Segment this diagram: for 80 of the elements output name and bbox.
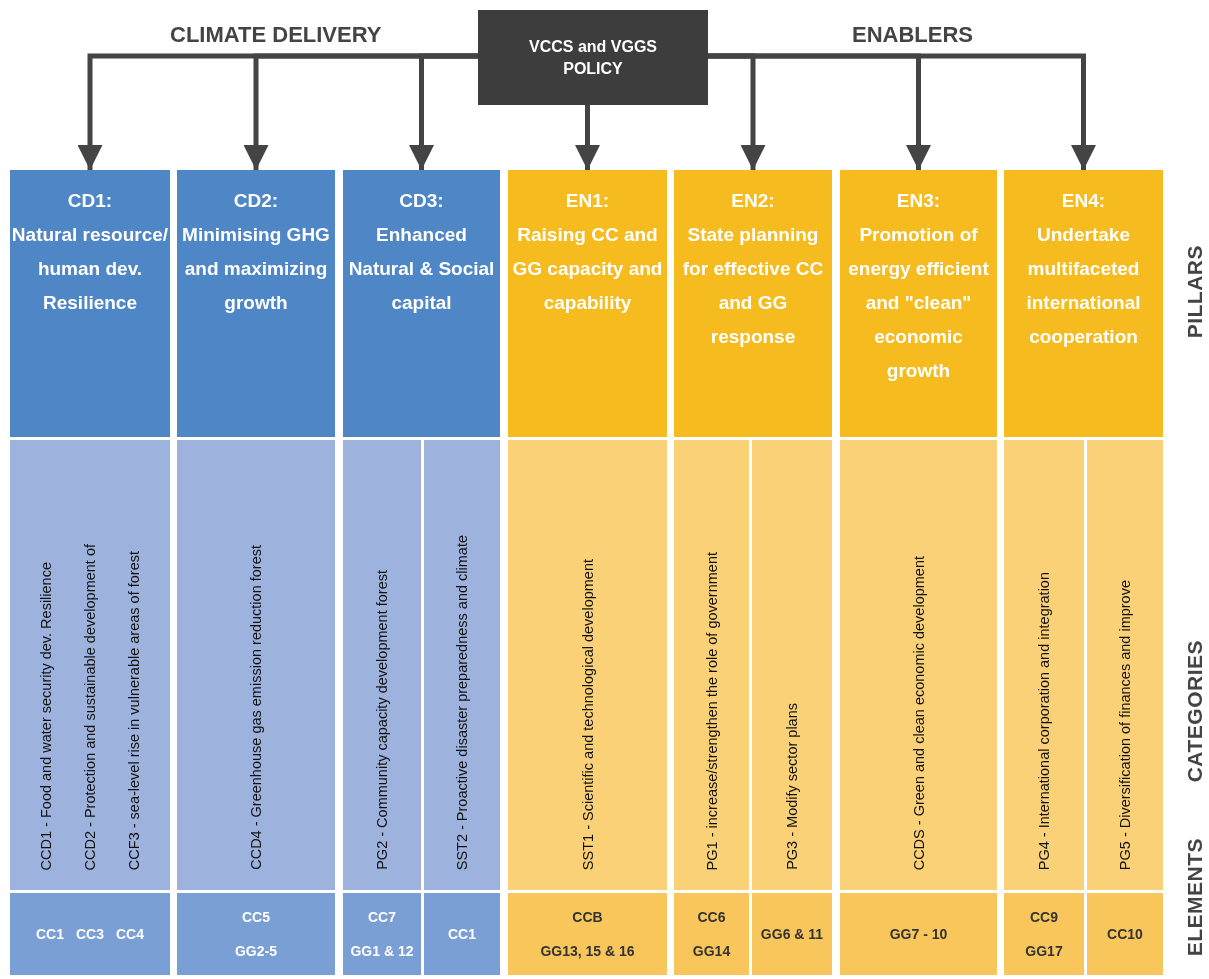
element-code: GG17	[1025, 942, 1063, 961]
pillar-box	[10, 170, 170, 437]
element-code: GG7 - 10	[889, 925, 948, 944]
pillar-box	[1004, 170, 1163, 437]
category-cell	[343, 440, 421, 890]
element-cell	[10, 893, 170, 975]
category-cell	[1087, 440, 1163, 890]
category-cell	[10, 440, 170, 890]
element-cell	[674, 893, 749, 975]
element-code: CC1	[448, 925, 476, 944]
row-label: PILLARS	[1183, 245, 1207, 339]
pillar-code: EN3:	[896, 189, 941, 213]
category-text: PG5 - Diversification of finances and improve	[1117, 579, 1133, 870]
pillar-box	[343, 170, 500, 437]
category-text: CCF3 - sea-level rise in vulnerable areas of forest	[126, 550, 142, 870]
policy-title: VCCS and VGGS POLICY	[528, 36, 658, 79]
category-cell	[424, 440, 500, 890]
arrow	[409, 53, 478, 170]
pillar-text: Raising CC and GG capacity and capability	[511, 223, 664, 315]
element-code: CC7	[368, 908, 396, 927]
pillar-box	[508, 170, 667, 437]
policy-box	[478, 10, 708, 105]
element-code: CC4	[116, 925, 144, 944]
category-cell	[508, 440, 667, 890]
category-text: PG4 - International corporation and integration	[1036, 571, 1052, 870]
element-code: GG13, 15 & 16	[540, 942, 635, 961]
pillar-text: State planning for effective CC and GG response	[681, 223, 825, 349]
category-text: PG2 - Community capacity development forest	[374, 570, 390, 870]
row-label: ELEMENTS	[1183, 838, 1207, 957]
category-cell	[674, 440, 749, 890]
category-text: CCDS - Green and clean economic development	[910, 555, 927, 870]
element-code: CCB	[572, 908, 603, 927]
element-cell	[343, 893, 421, 975]
arrow	[708, 53, 1096, 170]
pillar-code: EN1:	[565, 189, 610, 213]
group-heading: ENABLERS	[852, 22, 973, 48]
pillar-box	[674, 170, 832, 437]
pillar-text: Enhanced Natural & Social capital	[347, 223, 496, 315]
element-cell	[752, 893, 832, 975]
element-code: GG2-5	[235, 942, 277, 961]
category-text: SST1 - Scientific and technological development	[579, 558, 596, 870]
element-code: CC1	[35, 925, 64, 944]
category-cell	[752, 440, 832, 890]
element-code: GG14	[692, 942, 731, 961]
group-heading: CLIMATE DELIVERY	[170, 22, 382, 48]
element-code: CC9	[1030, 908, 1058, 927]
arrow	[575, 105, 600, 170]
element-cell	[424, 893, 500, 975]
element-code: GG1 & 12	[350, 942, 414, 961]
element-cell	[1087, 893, 1163, 975]
category-text: PG3 - Modify sector plans	[784, 703, 800, 870]
category-cell	[840, 440, 997, 890]
element-cell	[1004, 893, 1084, 975]
pillar-code: CD3:	[399, 189, 444, 213]
pillar-box	[840, 170, 997, 437]
element-code: GG6 & 11	[760, 925, 824, 944]
category-text: CCD2 - Protection and sustainable development of	[82, 543, 98, 870]
row-label: CATEGORIES	[1183, 640, 1207, 783]
category-text: SST2 - Proactive disaster preparedness and climate	[454, 534, 470, 870]
element-cell	[177, 893, 335, 975]
element-cell	[508, 893, 667, 975]
pillar-code: EN2:	[731, 189, 775, 213]
category-text: CCD4 - Greenhouse gas emission reduction forest	[248, 545, 264, 870]
pillar-text: Undertake multifaceted international cooperation	[1025, 223, 1142, 349]
element-code: CC6	[697, 908, 726, 927]
pillar-code: EN4:	[1061, 189, 1106, 213]
pillar-code: CD2:	[233, 189, 279, 213]
element-code: CC10	[1107, 925, 1143, 944]
element-cell	[840, 893, 997, 975]
element-code: CC5	[242, 908, 270, 927]
pillar-code: CD1:	[67, 189, 113, 213]
element-code: CC3	[76, 925, 104, 944]
pillar-text: Promotion of energy efficient and "clean" economic growth	[847, 223, 990, 383]
category-text: CCD1 - Food and water security dev. Resilience	[38, 561, 54, 870]
category-cell	[1004, 440, 1084, 890]
pillar-box	[177, 170, 335, 437]
category-text: PG1 - increase/strengthen the role of government	[703, 551, 720, 870]
pillar-text: Minimising GHG and maximizing growth	[181, 223, 331, 315]
pillar-text: Natural resource/ human dev. Resilience	[10, 223, 170, 315]
category-cell	[177, 440, 335, 890]
